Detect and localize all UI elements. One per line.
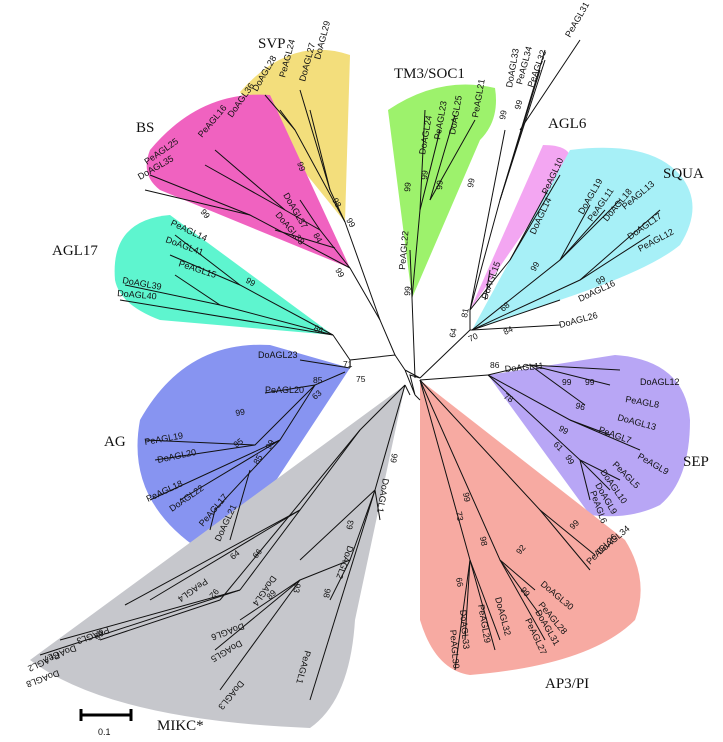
clade-region-mikc <box>30 385 405 728</box>
bootstrap-label: 70 <box>467 331 480 344</box>
clade-region-squa <box>472 147 693 330</box>
clade-name-sep: SEP <box>683 454 709 470</box>
bootstrap-label: 99 <box>333 266 347 279</box>
bootstrap-label: 99 <box>465 177 477 188</box>
bootstrap-label: 99 <box>244 275 257 289</box>
clade-name-tm3: TM3/SOC1 <box>394 66 465 82</box>
bootstrap-label: 99 <box>434 180 445 191</box>
taxon-label: PeAGL31 <box>563 0 591 39</box>
bootstrap-label: 99 <box>419 170 430 181</box>
bootstrap-label: 99 <box>585 377 595 387</box>
bootstrap-label: 99 <box>512 99 524 111</box>
bootstrap-label: 75 <box>356 374 366 384</box>
bootstrap-label: 86 <box>312 323 325 336</box>
bootstrap-label: 99 <box>235 406 246 418</box>
bootstrap-label: 99 <box>344 216 358 229</box>
bootstrap-values: 98 99 99 84 99 99 99 86 71 75 85 63 99 9… <box>92 99 607 643</box>
taxon-label: DoAGL11 <box>504 361 544 374</box>
bootstrap-label: 66 <box>454 577 466 588</box>
clade-name-squa: SQUA <box>663 166 704 182</box>
bootstrap-label: 99 <box>563 453 577 466</box>
clade-name-ap3: AP3/PI <box>545 676 589 692</box>
bootstrap-label: 93 <box>291 583 303 594</box>
bootstrap-label: 98 <box>321 588 333 599</box>
bootstrap-label: 99 <box>528 260 542 273</box>
taxon-label: PeAGL22 <box>397 230 410 270</box>
clade-region-ag <box>137 344 350 551</box>
taxon-label: DoAGL26 <box>558 310 599 330</box>
taxon-label: DoAGL40 <box>117 288 157 301</box>
clade-region-agl6 <box>470 145 571 310</box>
clade-region-sep <box>488 355 690 517</box>
clade-region-tm3 <box>388 84 496 299</box>
clade-name-mikc: MIKC* <box>157 718 204 734</box>
taxon-label: PeAGL20 <box>265 385 304 395</box>
bootstrap-label: 71 <box>343 359 353 369</box>
bootstrap-label: 99 <box>461 492 473 503</box>
bootstrap-label: 81 <box>459 307 471 318</box>
clade-name-svp: SVP <box>258 36 286 52</box>
clade-names: SVP BS AGL17 AG MIKC* TM3/SOC1 AGL6 SQUA… <box>52 36 709 734</box>
bootstrap-label: 99 <box>402 182 413 193</box>
clade-name-agl6: AGL6 <box>548 116 587 132</box>
clade-name-ag: AG <box>104 434 126 450</box>
bootstrap-label: 63 <box>344 519 356 530</box>
tree-branches <box>39 39 661 701</box>
bootstrap-label: 78 <box>502 391 515 405</box>
bootstrap-label: 99 <box>388 453 400 464</box>
clade-name-bs: BS <box>136 120 154 136</box>
clade-region-bs <box>146 94 350 268</box>
bootstrap-label: 98 <box>478 536 490 547</box>
clade-region-ap3 <box>420 380 641 675</box>
taxon-label: DoAGL23 <box>258 350 298 360</box>
bootstrap-label: 64 <box>447 327 459 338</box>
bootstrap-label: 99 <box>562 377 572 387</box>
bootstrap-label: 84 <box>311 231 325 244</box>
bootstrap-label: 98 <box>330 196 344 209</box>
bootstrap-label: 85 <box>313 375 323 385</box>
bootstrap-label: 99 <box>557 423 570 437</box>
bootstrap-label: 96 <box>574 400 586 412</box>
taxon-label: DoAGL33 <box>458 609 471 649</box>
bootstrap-label: 99 <box>263 438 277 451</box>
bootstrap-label: 99 <box>594 273 607 287</box>
taxon-label: PeAGL30 <box>448 629 461 669</box>
taxon-label: DoAGL12 <box>640 377 680 387</box>
bootstrap-label: 86 <box>490 360 500 370</box>
bootstrap-label: 85 <box>251 453 265 466</box>
bootstrap-label: 99 <box>295 160 308 173</box>
scale-bar-label: 0.1 <box>98 727 111 737</box>
clade-name-agl17: AGL17 <box>52 243 98 259</box>
bootstrap-label: 84 <box>502 324 515 337</box>
clade-region-svp <box>240 49 350 223</box>
bootstrap-label: 99 <box>497 109 509 120</box>
scale-bar: 0.1 <box>79 709 133 737</box>
bootstrap-label: 99 <box>402 286 413 297</box>
clade-region-agl17 <box>114 215 333 335</box>
bootstrap-label: 73 <box>454 511 466 522</box>
